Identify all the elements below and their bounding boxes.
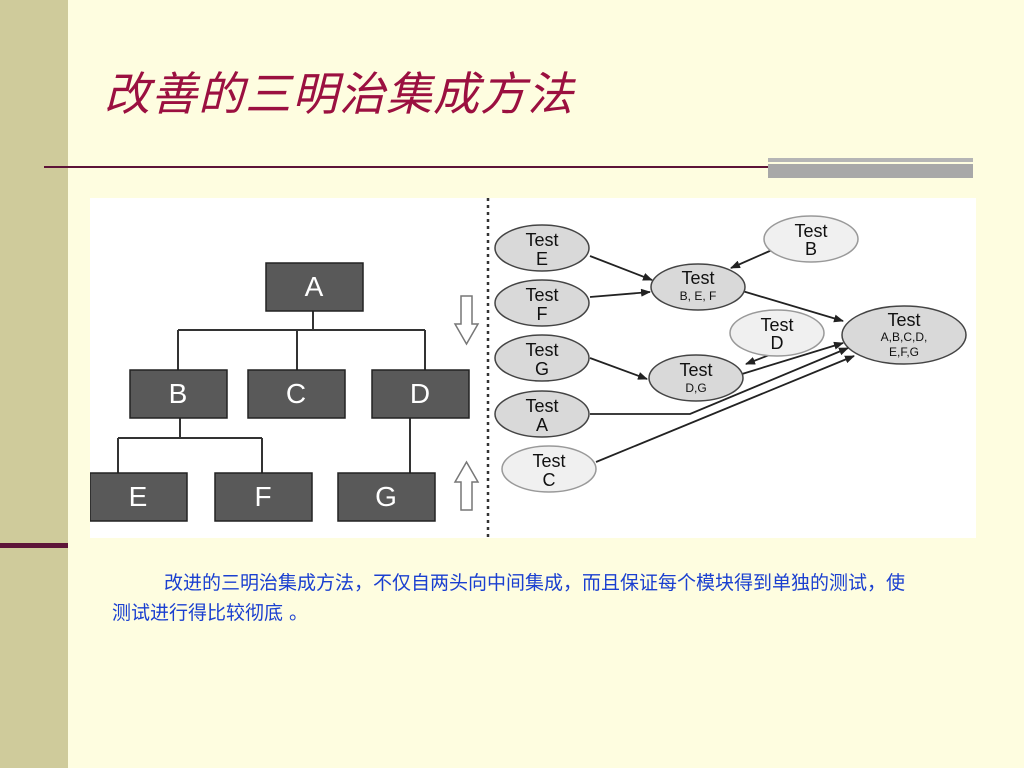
down-arrow-icon xyxy=(453,295,480,346)
tree-node-a: A xyxy=(265,262,364,312)
sidebar-accent-bar xyxy=(0,543,68,548)
test-node-b-word: Test xyxy=(794,221,827,241)
tree-node-b-label: B xyxy=(169,378,188,409)
tree-node-d: D xyxy=(371,369,470,419)
test-node-c: Test C xyxy=(501,445,597,493)
title-divider xyxy=(44,166,774,168)
tree-node-g-label: G xyxy=(375,481,397,512)
tree-node-e-label: E xyxy=(129,481,148,512)
tree-node-c: C xyxy=(247,369,346,419)
tree-node-a-label: A xyxy=(305,271,324,302)
tree-node-c-label: C xyxy=(286,378,306,409)
test-node-f-label: F xyxy=(537,304,548,324)
tree-node-e: E xyxy=(90,472,188,522)
test-node-c-label: C xyxy=(543,470,556,490)
test-node-all-word: Test xyxy=(887,310,920,330)
title-accent-bar xyxy=(768,158,973,178)
slide-caption: 改进的三明治集成方法，不仅自两头向中间集成，而且保证每个模块得到单独的测试，使测… xyxy=(112,572,906,624)
test-node-f: Test F xyxy=(494,279,590,327)
test-node-d-label: D xyxy=(771,333,784,353)
test-node-e-word: Test xyxy=(525,230,558,250)
test-node-bef-word: Test xyxy=(681,268,714,288)
slide-title: 改善的三明治集成方法 xyxy=(104,67,574,121)
test-node-all-label-2: E,F,G xyxy=(889,345,919,359)
test-node-all-label-1: A,B,C,D, xyxy=(881,330,928,344)
test-node-e-label: E xyxy=(536,249,548,269)
tree-node-f: F xyxy=(214,472,313,522)
test-node-f-word: Test xyxy=(525,285,558,305)
integration-diagram: A B C D E F G xyxy=(90,198,967,538)
up-arrow-icon xyxy=(453,460,480,511)
test-node-c-word: Test xyxy=(532,451,565,471)
test-node-d-word: Test xyxy=(760,315,793,335)
test-node-bef-label: B, E, F xyxy=(680,289,717,303)
integration-figure: A B C D E F G xyxy=(90,198,976,538)
module-tree xyxy=(117,310,426,473)
test-node-g-label: G xyxy=(535,359,549,379)
test-node-d: Test D xyxy=(729,309,825,357)
test-node-b: Test B xyxy=(763,215,859,263)
tree-node-b: B xyxy=(129,369,228,419)
slide-sidebar xyxy=(0,0,68,768)
test-node-a: Test A xyxy=(494,390,590,438)
test-node-b-label: B xyxy=(805,239,817,259)
test-node-dg-word: Test xyxy=(679,360,712,380)
test-node-g-word: Test xyxy=(525,340,558,360)
test-node-e: Test E xyxy=(494,224,590,272)
test-node-dg-label: D,G xyxy=(685,381,706,395)
test-node-a-word: Test xyxy=(525,396,558,416)
tree-node-g: G xyxy=(337,472,436,522)
test-node-g: Test G xyxy=(494,334,590,382)
tree-node-f-label: F xyxy=(254,481,271,512)
test-node-dg: Test D,G xyxy=(648,354,744,402)
test-node-all: Test A,B,C,D, E,F,G xyxy=(841,305,967,365)
test-node-a-label: A xyxy=(536,415,548,435)
test-graph-edges xyxy=(589,249,855,463)
test-node-bef: Test B, E, F xyxy=(650,263,746,311)
tree-node-d-label: D xyxy=(410,378,430,409)
